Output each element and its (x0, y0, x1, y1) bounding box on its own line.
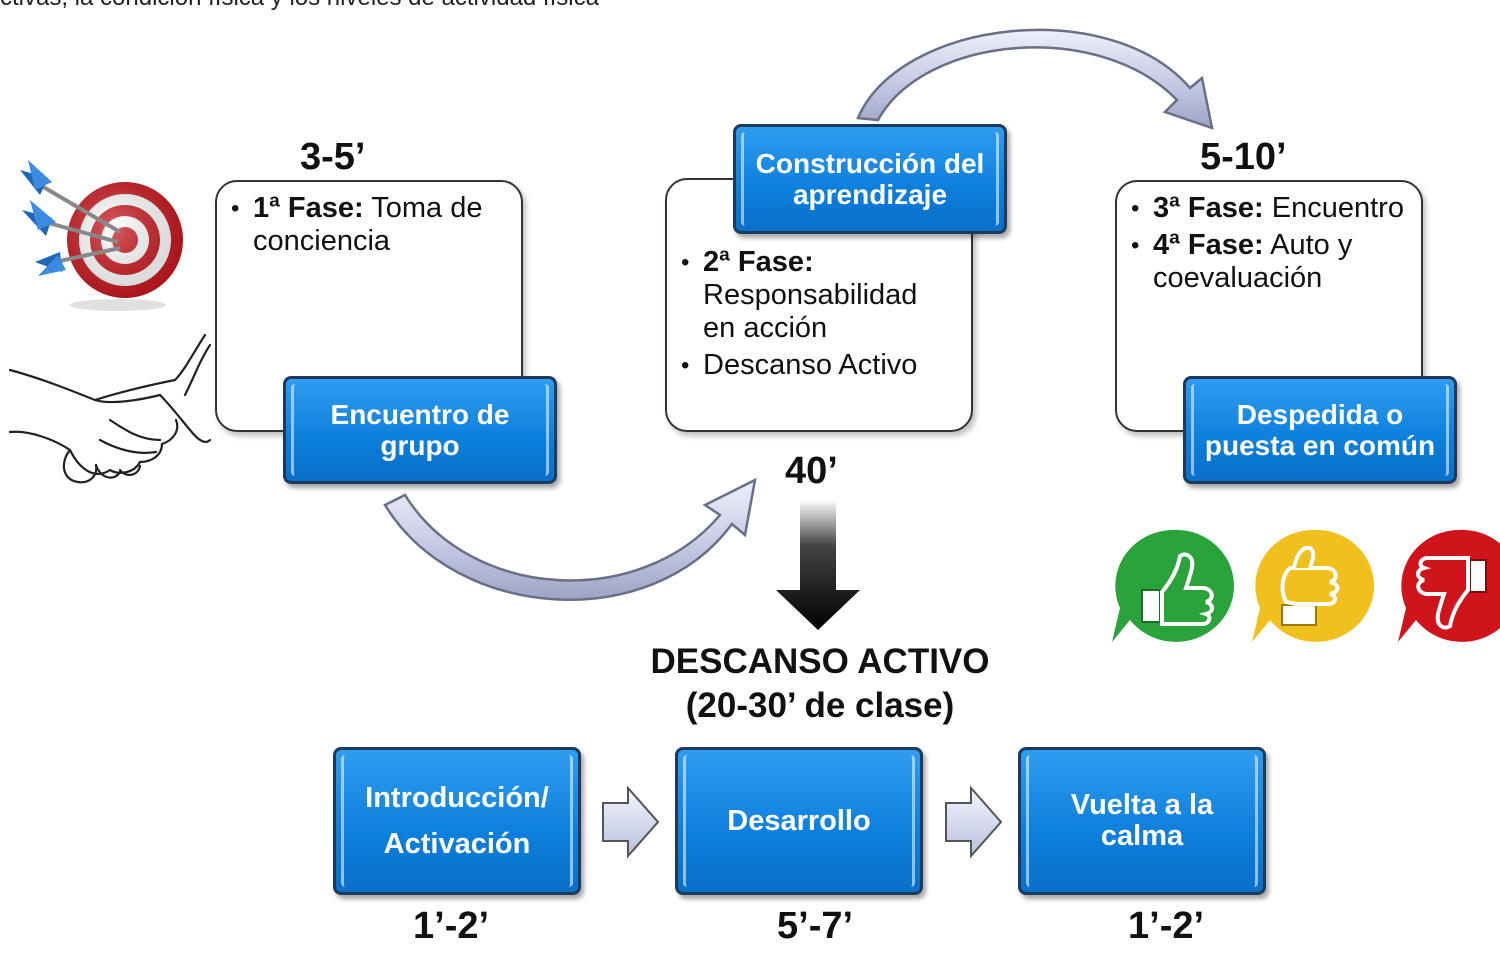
phase1-time: 3-5’ (300, 136, 366, 178)
phase1-bullet: 1ª Fase: Toma de conciencia (227, 192, 507, 258)
phase2-time: 40’ (785, 450, 838, 492)
phase3-banner: Despedida o puesta en común (1183, 376, 1457, 484)
step-arrow-1 (602, 785, 660, 859)
phase3-bullet: 3ª Fase: Encuentro (1127, 192, 1407, 225)
step-introduccion: Introducción/ Activación (333, 747, 581, 895)
phase1-banner: Encuentro de grupo (283, 376, 557, 484)
phase2-bullet: 2ª Fase: Responsabilidad en acción (677, 246, 957, 345)
step-arrow-2 (945, 785, 1003, 859)
cut-off-heading: ctivas, la condición física y los nivele… (0, 0, 599, 12)
step3-time: 1’-2’ (1128, 905, 1205, 947)
step-vuelta-calma: Vuelta a la calma (1018, 747, 1266, 895)
rest-title-line2: (20-30’ de clase) (685, 686, 955, 725)
curved-arrow-top (856, 28, 1214, 130)
thumbs-down-icon (1398, 529, 1500, 642)
thumbs-up-icon (1112, 529, 1234, 642)
target-darts-icon (20, 160, 183, 311)
curved-arrow-bottom (383, 477, 757, 601)
thumbs-sideways-icon (1252, 529, 1374, 642)
phase3-time: 5-10’ (1200, 136, 1287, 178)
down-arrow (776, 500, 860, 630)
phase3-bullet: 4ª Fase: Auto y coevaluación (1127, 229, 1407, 295)
phase2-banner: Construcción del aprendizaje (733, 124, 1007, 234)
step2-time: 5’-7’ (777, 905, 854, 947)
step-desarrollo: Desarrollo (675, 747, 923, 895)
rest-title-line1: DESCANSO ACTIVO (650, 642, 990, 681)
rest-title: DESCANSO ACTIVO (20-30’ de clase) (610, 640, 1030, 728)
phase2-bullet: Descanso Activo (677, 349, 957, 382)
step1-time: 1’-2’ (413, 905, 490, 947)
handshake-icon (8, 333, 212, 484)
